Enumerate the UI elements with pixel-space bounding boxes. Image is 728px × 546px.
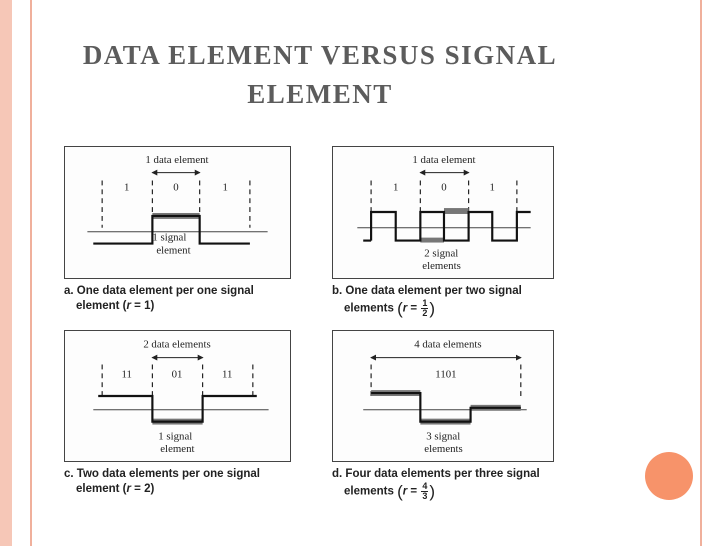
panel-b-caption-prefix: elements [344,302,394,315]
panel-d-signal-label-2: elements [424,443,463,455]
panel-a-top-label: 1 data element [145,154,208,166]
slide-title: DATA ELEMENT VERSUS SIGNAL ELEMENT [30,36,610,114]
panel-a-bit-1: 1 [124,181,129,193]
panel-a-caption-prefix: element ( [76,300,127,312]
panel-b-caption-r: r [402,302,408,315]
panel-b-signal-label-1: 2 signal [424,247,458,259]
panel-a-signal [93,214,250,245]
panel-d-signal-label-1: 3 signal [426,430,460,442]
panel-b-caption-line1: b. One data element per two signal [332,285,522,297]
panel-a-caption: a. One data element per one signal eleme… [64,284,254,314]
panel-a-caption-line1: a. One data element per one signal [64,285,254,297]
panel-c-bit-3: 11 [222,368,232,380]
panel-c-caption-line1: c. Two data elements per one signal [64,468,260,480]
decorative-orange-circle [645,452,693,500]
panel-b-bit-3: 1 [490,181,495,193]
panel-a-signal-label-1: 1 signal [152,232,186,244]
panel-a-diagram: 1 data element 1 0 1 1 signal element [64,146,291,279]
panel-d-svg: 4 data elements 1101 3 signal elements [363,339,527,455]
panel-a-signal-label-2: element [156,244,190,256]
panel-b-signal-label-2: elements [422,260,460,272]
panel-d-frac-den: 3 [422,491,428,501]
panel-d-diagram: 4 data elements 1101 3 signal elements [332,330,554,462]
panel-c-diagram: 2 data elements 11 01 11 1 signal elemen… [64,330,291,462]
slide-title-line1: DATA ELEMENT VERSUS SIGNAL [82,40,558,70]
panel-b-high-highlight [443,208,469,214]
panel-c-caption: c. Two data elements per one signal elem… [64,467,260,497]
panel-d-signal [371,391,521,423]
panel-d-caption: d. Four data elements per three signal e… [332,468,540,501]
panel-a-caption-r: r [126,300,131,312]
panel-c-bit-1: 11 [122,368,132,380]
panel-a-bit-2: 0 [173,181,178,193]
panel-b-frac-num: 1 [421,298,429,309]
slide-frame-line-left [30,0,32,546]
panel-b-svg: 1 data element 1 0 1 2 signal elements [357,154,531,272]
slide-title-line2: ELEMENT [247,79,393,109]
panel-d-frac-num: 4 [421,481,429,492]
panel-b-bit-2: 0 [441,181,446,193]
panel-b-top-label: 1 data element [412,154,475,166]
panel-b-caption: b. One data element per two signal eleme… [332,285,522,318]
panel-b-bit-1: 1 [393,181,398,193]
panel-a-bit-3: 1 [223,181,228,193]
panel-a-svg: 1 data element 1 0 1 1 signal element [87,154,268,256]
panel-d-top-label: 4 data elements [414,339,481,351]
panel-c-signal-label-2: element [160,443,194,455]
panel-a-caption-value: = 1) [130,300,155,312]
panel-c-signal-label-1: 1 signal [158,430,192,442]
panel-c-caption-r: r [126,483,131,495]
panel-d-bits: 1101 [435,368,456,380]
panel-b-frac-den: 2 [422,308,428,318]
panel-c-signal [98,394,257,423]
panel-c-bit-2: 01 [172,368,183,380]
panel-b-signal [370,210,531,242]
panel-d-caption-line1: d. Four data elements per three signal [332,468,540,480]
panel-c-svg: 2 data elements 11 01 11 1 signal elemen… [93,339,269,455]
slide-frame-line-right [700,0,702,546]
panel-c-caption-value: = 2) [130,483,155,495]
panel-c-caption-prefix: element ( [76,483,127,495]
panel-b-diagram: 1 data element 1 0 1 2 signal elements [332,146,554,279]
panel-d-caption-r: r [402,485,408,498]
panel-d-caption-prefix: elements [344,485,394,498]
panel-b-low-highlight [420,237,444,243]
slide-frame-band [0,0,12,546]
panel-c-top-label: 2 data elements [143,339,210,351]
